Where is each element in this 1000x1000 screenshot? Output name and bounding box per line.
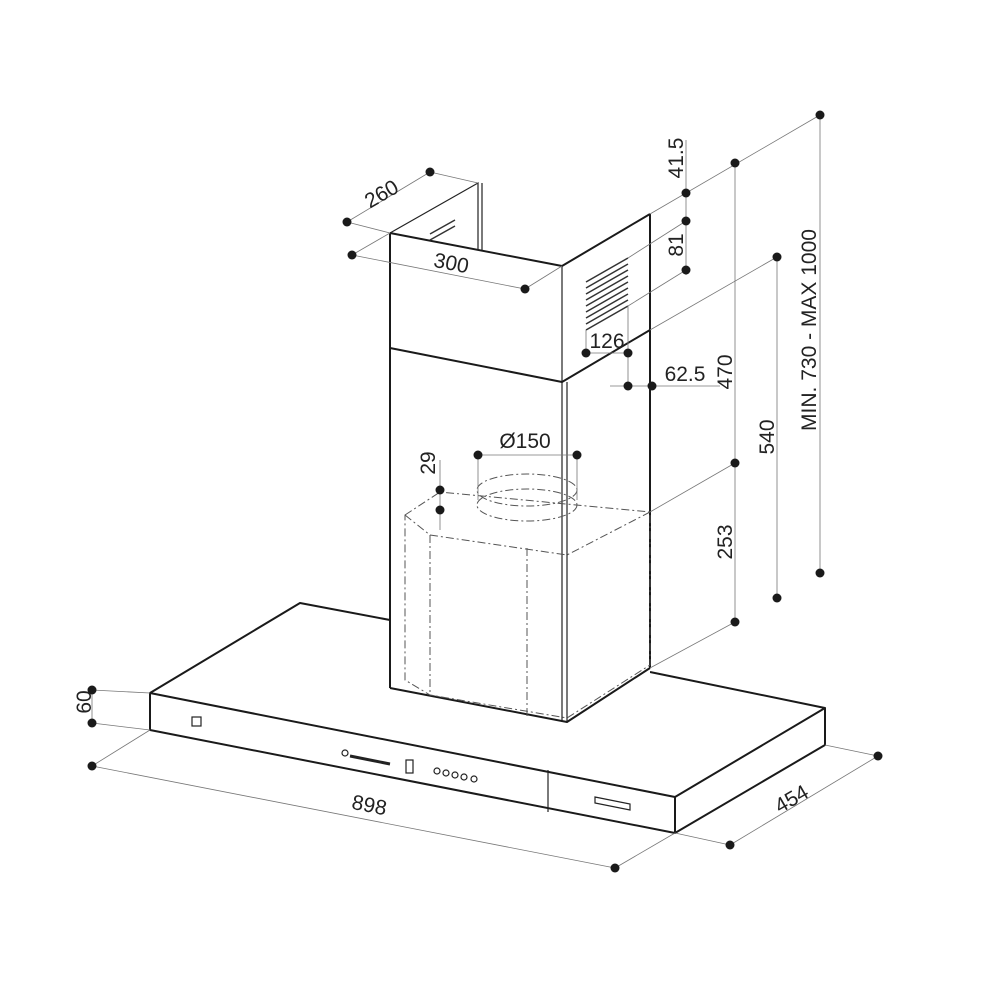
speed-buttons[interactable] <box>433 767 478 783</box>
display-icon <box>405 759 414 774</box>
dim-total-height: MIN. 730 - MAX 1000 <box>798 229 821 431</box>
filter-handle <box>594 796 631 811</box>
dim-canopy-depth: 454 <box>771 780 813 818</box>
slider-control[interactable] <box>349 754 391 766</box>
dim-chimney-depth: 260 <box>361 176 403 213</box>
vent-grille <box>429 219 629 331</box>
dim-vent-offset: 62.5 <box>665 363 706 386</box>
dim-duct-diameter: Ø150 <box>499 430 550 453</box>
indicator-icon <box>191 716 202 727</box>
dim-canopy-height: 60 <box>73 690 96 713</box>
dimensions: 260 300 41.5 81 126 62.5 470 253 540 MIN… <box>73 110 883 873</box>
power-button[interactable] <box>341 749 349 757</box>
dim-collar-height: 29 <box>417 451 440 474</box>
dim-chimney-height: 540 <box>756 419 779 454</box>
dim-upper-height: 470 <box>714 354 737 389</box>
dim-top-offset: 41.5 <box>665 138 688 179</box>
dim-vent-width: 126 <box>589 330 624 353</box>
dim-canopy-width: 898 <box>350 791 389 820</box>
dim-lower-height: 253 <box>714 524 737 559</box>
dim-vent-height: 81 <box>665 233 688 256</box>
